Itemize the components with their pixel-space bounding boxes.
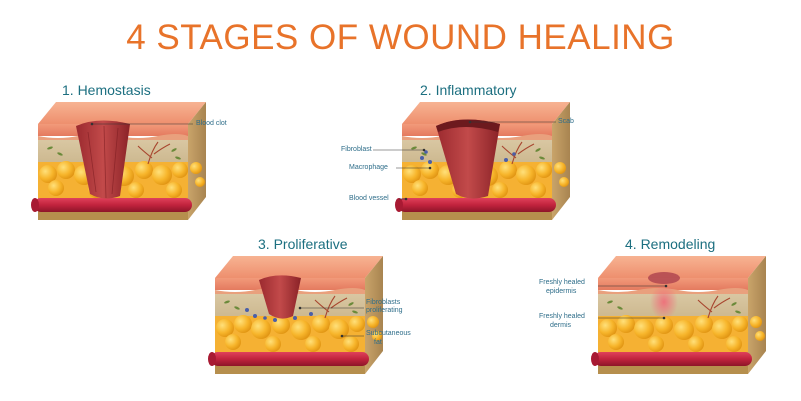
label-blood-clot: Blood clot <box>196 120 227 127</box>
stage-1-title: 1. Hemostasis <box>62 82 151 98</box>
label-epidermis-1: Freshly healed <box>539 279 585 286</box>
stage-2-block <box>394 101 571 221</box>
stage-4-title: 4. Remodeling <box>625 236 716 252</box>
label-subcutaneous-2: fat <box>374 339 382 346</box>
stage-2-title: 2. Inflammatory <box>420 82 517 98</box>
stage-3-title: 3. Proliferative <box>258 236 348 252</box>
label-epidermis-2: epidermis <box>546 288 577 295</box>
label-dermis-1: Freshly healed <box>539 313 585 320</box>
label-fibroblasts-2: proliferating <box>366 307 403 314</box>
stage-1-block <box>30 101 207 221</box>
label-blood-vessel: Blood vessel <box>349 195 389 202</box>
label-subcutaneous-1: Subcutaneous <box>366 330 411 337</box>
label-fibroblasts-1: Fibroblasts <box>366 299 401 306</box>
label-fibroblast: Fibroblast <box>341 146 372 153</box>
label-scab: Scab <box>558 118 574 125</box>
stage-3-block <box>207 255 384 375</box>
stage-4-block <box>590 255 767 375</box>
label-macrophage: Macrophage <box>349 164 388 171</box>
label-dermis-2: dermis <box>550 322 572 329</box>
page-title: 4 STAGES OF WOUND HEALING <box>126 18 675 57</box>
